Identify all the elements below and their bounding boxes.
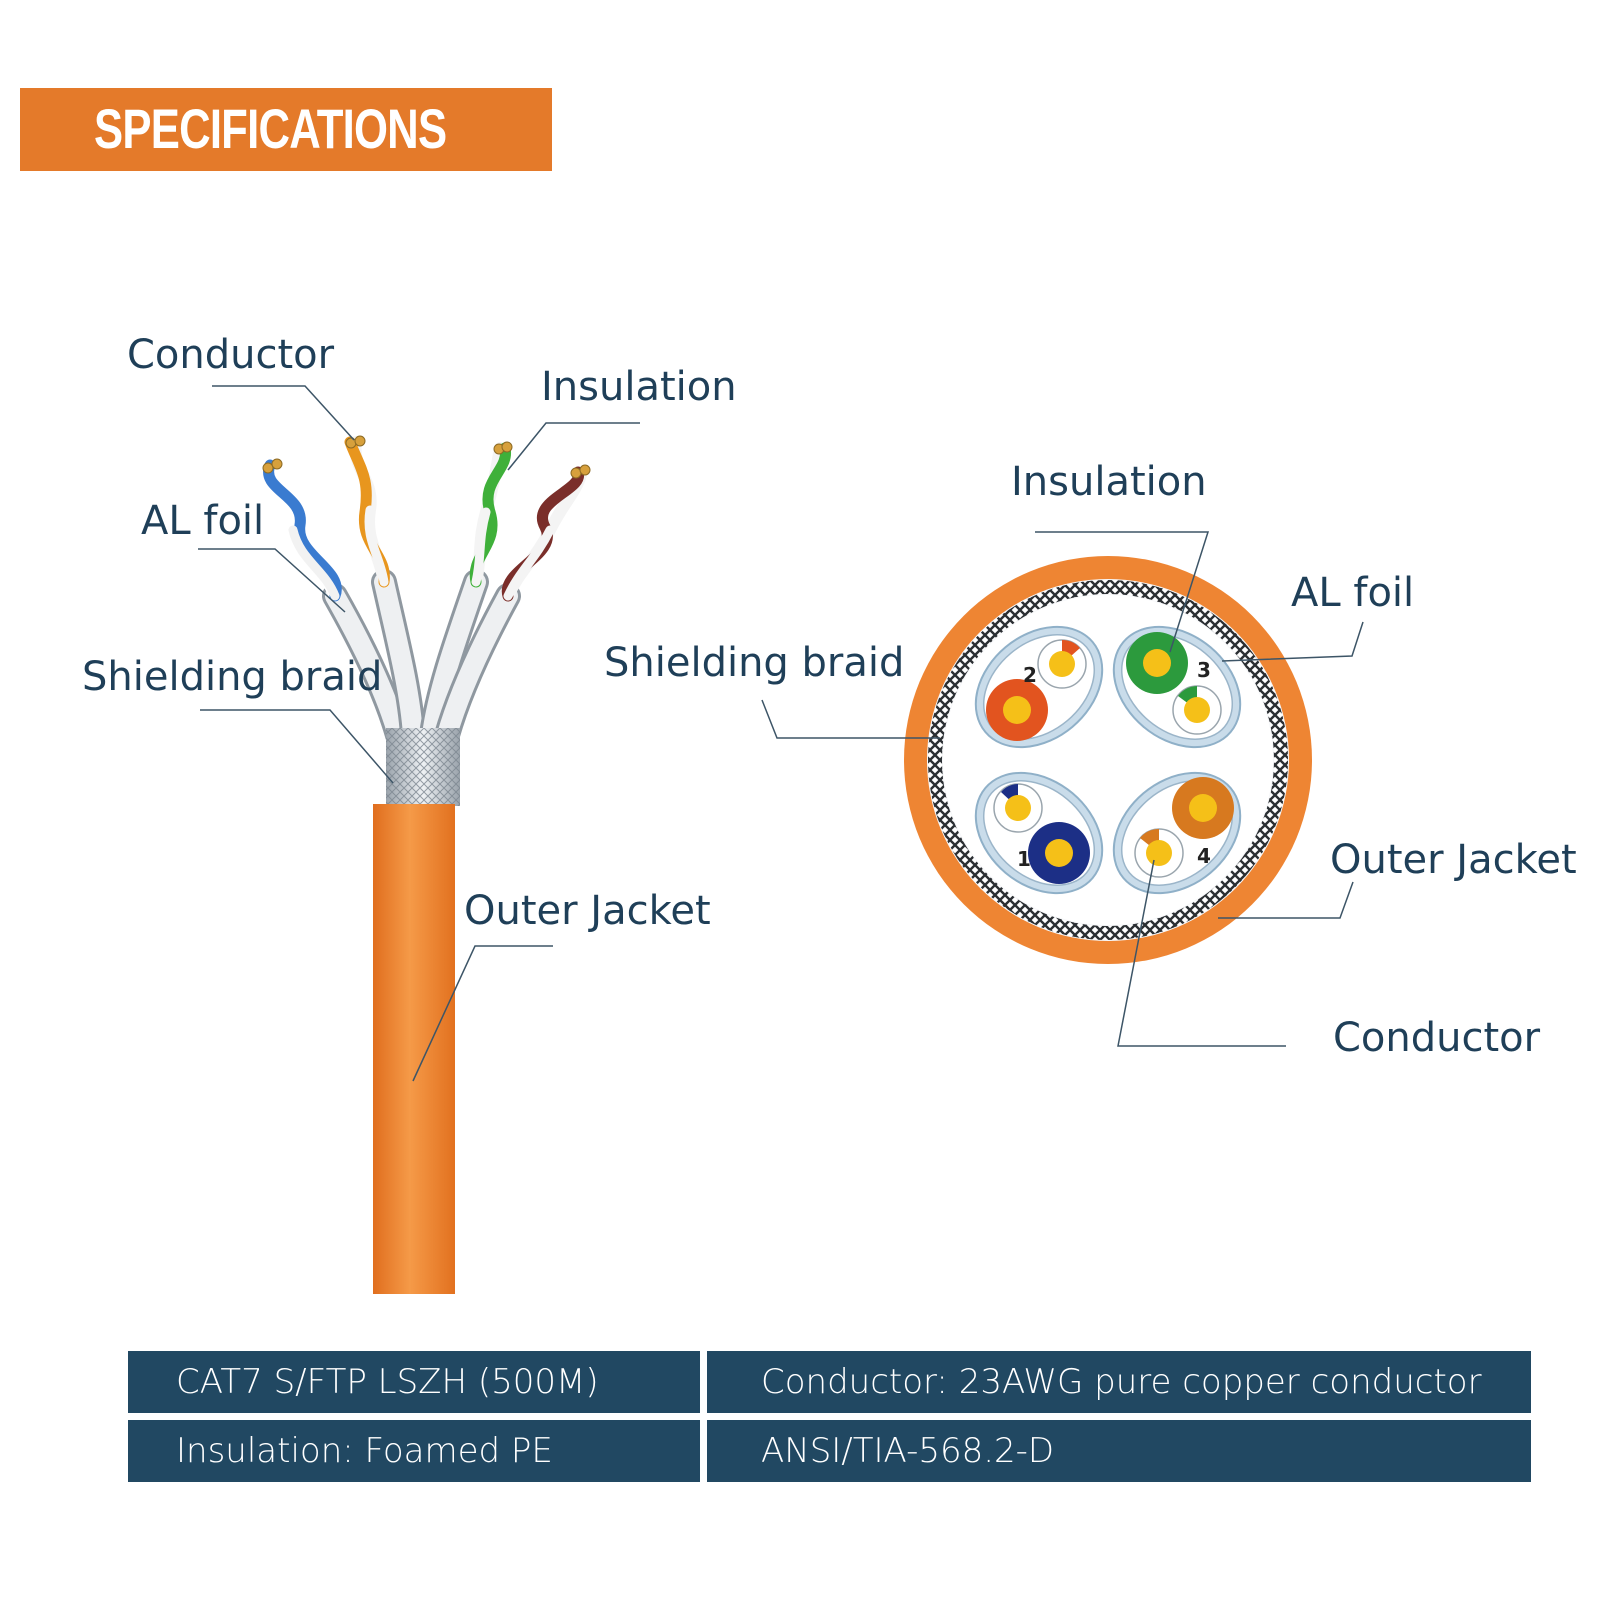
spec-product: CAT7 S/FTP LSZH (500M) bbox=[128, 1351, 700, 1413]
cross-section: 2 3 1 4 bbox=[904, 556, 1312, 964]
twisted-pair-blue bbox=[263, 459, 342, 602]
side-label-shielding-braid: Shielding braid bbox=[82, 654, 382, 700]
side-label-outer-jacket: Outer Jacket bbox=[464, 888, 711, 934]
side-label-insulation: Insulation bbox=[541, 364, 737, 410]
cross-leader-lines bbox=[761, 531, 1364, 1047]
spec-insulation: Insulation: Foamed PE bbox=[128, 1420, 700, 1482]
twisted-pair-green bbox=[469, 442, 512, 588]
header-title: SPECIFICATIONS bbox=[94, 97, 447, 160]
cross-label-insulation: Insulation bbox=[1011, 459, 1207, 505]
spec-standard: ANSI/TIA-568.2-D bbox=[707, 1420, 1531, 1482]
cross-label-conductor: Conductor bbox=[1333, 1015, 1541, 1061]
pair-number-3: 3 bbox=[1197, 658, 1211, 682]
side-label-conductor: Conductor bbox=[127, 332, 335, 378]
side-label-al-foil: AL foil bbox=[141, 498, 264, 544]
side-leader-lines bbox=[198, 385, 640, 1082]
side-view-cable bbox=[262, 435, 591, 1294]
spec-conductor: Conductor: 23AWG pure copper conductor bbox=[707, 1351, 1531, 1413]
cross-label-al-foil: AL foil bbox=[1291, 570, 1414, 616]
foil-pairs bbox=[322, 569, 521, 748]
pair-number-2: 2 bbox=[1023, 663, 1037, 687]
cross-shielding-braid bbox=[928, 580, 1288, 940]
conductor-tips bbox=[262, 435, 591, 479]
twisted-pair-brown bbox=[501, 466, 588, 602]
twisted-pair-orange bbox=[344, 436, 390, 588]
pair-number-4: 4 bbox=[1197, 844, 1211, 868]
cross-label-outer-jacket: Outer Jacket bbox=[1330, 837, 1577, 883]
side-outer-jacket bbox=[373, 804, 455, 1294]
header-banner bbox=[20, 88, 552, 171]
cross-label-shielding-braid: Shielding braid bbox=[604, 640, 904, 686]
pair-number-1: 1 bbox=[1017, 847, 1031, 871]
